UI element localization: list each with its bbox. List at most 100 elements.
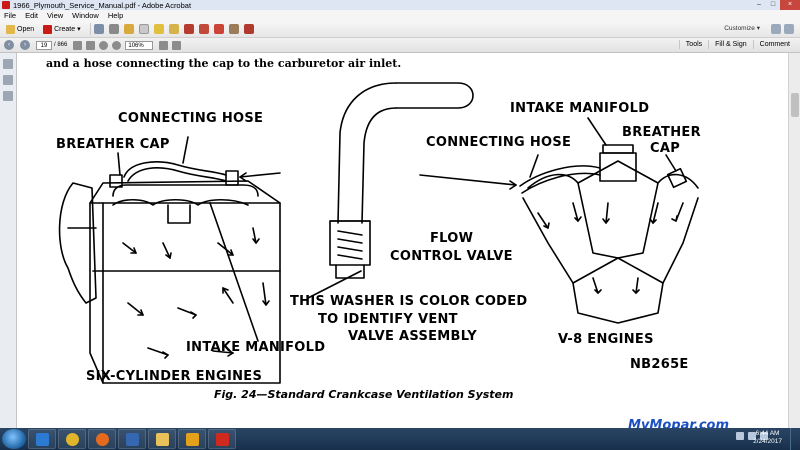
page-thumbnails-icon[interactable] <box>3 59 13 69</box>
windows-taskbar <box>0 428 800 450</box>
menu-bar: File Edit View Window Help <box>0 10 800 21</box>
menu-edit[interactable]: Edit <box>25 11 39 20</box>
navigation-panel <box>0 53 17 428</box>
network-icon[interactable] <box>748 432 756 440</box>
create-button[interactable]: Create ▾ <box>40 23 84 36</box>
page-number-input[interactable]: 19 <box>36 40 52 50</box>
window-title: 1966_Plymouth_Service_Manual.pdf - Adobe… <box>13 0 192 10</box>
taskbar-firefox[interactable] <box>88 429 116 449</box>
tool-icon-group <box>93 24 259 34</box>
label-washer-line2: TO IDENTIFY VENT <box>318 312 458 327</box>
firefox-icon <box>95 432 109 446</box>
taskbar-chrome[interactable] <box>58 429 86 449</box>
label-v8-engines: V-8 ENGINES <box>558 332 654 347</box>
folder-icon <box>155 432 169 446</box>
stamp-icon[interactable] <box>183 24 194 34</box>
maximize-button[interactable]: □ <box>770 1 776 8</box>
tray-arrow-icon[interactable] <box>736 432 744 440</box>
save-icon[interactable] <box>93 24 104 34</box>
taskbar-acrobat[interactable] <box>208 429 236 449</box>
folder-icon <box>6 24 15 34</box>
acrobat-icon <box>2 1 10 9</box>
page-count: / 866 <box>54 42 68 48</box>
tab-tools[interactable]: Tools <box>678 40 708 49</box>
flow-control-valve-drawing <box>307 82 474 299</box>
vertical-scrollbar[interactable] <box>788 53 800 428</box>
zoom-level-input[interactable]: 106% <box>125 40 154 50</box>
comment-icon[interactable] <box>153 24 164 34</box>
tab-comment[interactable]: Comment <box>752 40 796 49</box>
label-connecting-hose-left: CONNECTING HOSE <box>118 111 264 126</box>
next-page-button[interactable]: › <box>20 40 30 50</box>
create-dropdown-arrow: ▾ <box>77 26 81 33</box>
menu-file[interactable]: File <box>4 11 17 20</box>
label-flow: FLOW <box>430 231 474 246</box>
main-toolbar: Open Create ▾ Customize ▾ <box>0 21 800 38</box>
label-cap-right: CAP <box>650 141 681 156</box>
label-intake-manifold-top: INTAKE MANIFOLD <box>510 101 650 116</box>
page-icon[interactable] <box>138 24 149 34</box>
taskbar-outlook[interactable] <box>178 429 206 449</box>
volume-icon[interactable] <box>760 432 768 440</box>
sign-icon[interactable] <box>243 24 254 34</box>
label-washer-line3: VALVE ASSEMBLY <box>348 329 478 344</box>
clock-date: 2/24/2017 <box>753 438 782 445</box>
taskbar-clock[interactable]: 6:44 AM 2/24/2017 <box>753 430 782 446</box>
system-tray <box>732 432 768 440</box>
create-label: Create <box>54 25 76 33</box>
previous-page-button[interactable]: ‹ <box>4 40 14 50</box>
customize-arrow: ▾ <box>756 25 760 32</box>
strikethrough-icon[interactable] <box>198 24 209 34</box>
taskbar-shield[interactable] <box>118 429 146 449</box>
select-tool-icon[interactable] <box>73 40 83 50</box>
bookmarks-icon[interactable] <box>3 75 13 85</box>
highlight-icon[interactable] <box>168 24 179 34</box>
navigation-toolbar: ‹ › 19 / 866 106% Tools Fill & Sign Comm… <box>0 38 800 53</box>
taskbar-ie[interactable] <box>28 429 56 449</box>
fit-page-icon[interactable] <box>159 40 169 50</box>
zoom-out-icon[interactable] <box>99 40 109 50</box>
label-washer-line1: THIS WASHER IS COLOR CODED <box>290 294 528 309</box>
show-desktop-button[interactable] <box>790 428 800 450</box>
share-icon[interactable] <box>784 24 794 34</box>
close-button[interactable]: × <box>780 0 800 10</box>
read-mode-icon[interactable] <box>771 24 781 34</box>
toolbar-divider <box>89 23 91 35</box>
v8-engine-drawing <box>419 117 699 324</box>
attach-icon[interactable] <box>228 24 239 34</box>
acrobat-icon <box>215 432 229 446</box>
open-button[interactable]: Open <box>3 23 37 36</box>
pen-icon[interactable] <box>213 24 224 34</box>
label-drawing-code: NB265E <box>630 357 689 372</box>
label-control-valve: CONTROL VALVE <box>390 249 513 264</box>
ie-icon <box>35 432 49 446</box>
taskbar-folder[interactable] <box>148 429 176 449</box>
customize-dropdown[interactable]: Customize ▾ <box>724 24 760 32</box>
minimize-button[interactable]: – <box>757 1 761 8</box>
menu-window[interactable]: Window <box>72 11 99 20</box>
scrollbar-thumb[interactable] <box>791 93 799 117</box>
toolbar-right-icons <box>768 24 794 34</box>
zoom-in-icon[interactable] <box>112 40 122 50</box>
label-connecting-hose-right: CONNECTING HOSE <box>426 135 572 150</box>
hand-tool-icon[interactable] <box>86 40 96 50</box>
menu-view[interactable]: View <box>47 11 64 20</box>
customize-label: Customize <box>724 25 755 32</box>
task-pane-tabs: Tools Fill & Sign Comment <box>678 40 796 49</box>
label-breather-cap-left: BREATHER CAP <box>56 137 170 152</box>
start-button[interactable] <box>2 429 26 449</box>
menu-help[interactable]: Help <box>107 11 124 20</box>
figure-caption: Fig. 24—Standard Crankcase Ventilation S… <box>214 388 514 401</box>
print-icon[interactable] <box>108 24 119 34</box>
intro-text: and a hose connecting the cap to the car… <box>46 57 402 70</box>
label-intake-manifold-bottom: INTAKE MANIFOLD <box>186 340 326 355</box>
crankcase-ventilation-diagram <box>58 82 699 384</box>
fit-width-icon[interactable] <box>172 40 182 50</box>
shield-icon <box>125 432 139 446</box>
email-icon[interactable] <box>123 24 134 34</box>
document-page[interactable]: and a hose connecting the cap to the car… <box>18 53 788 428</box>
clock-time: 6:44 AM <box>755 430 780 437</box>
tab-fill-sign[interactable]: Fill & Sign <box>708 40 753 49</box>
label-six-cylinder-engines: SIX-CYLINDER ENGINES <box>86 369 263 384</box>
attachments-icon[interactable] <box>3 91 13 101</box>
